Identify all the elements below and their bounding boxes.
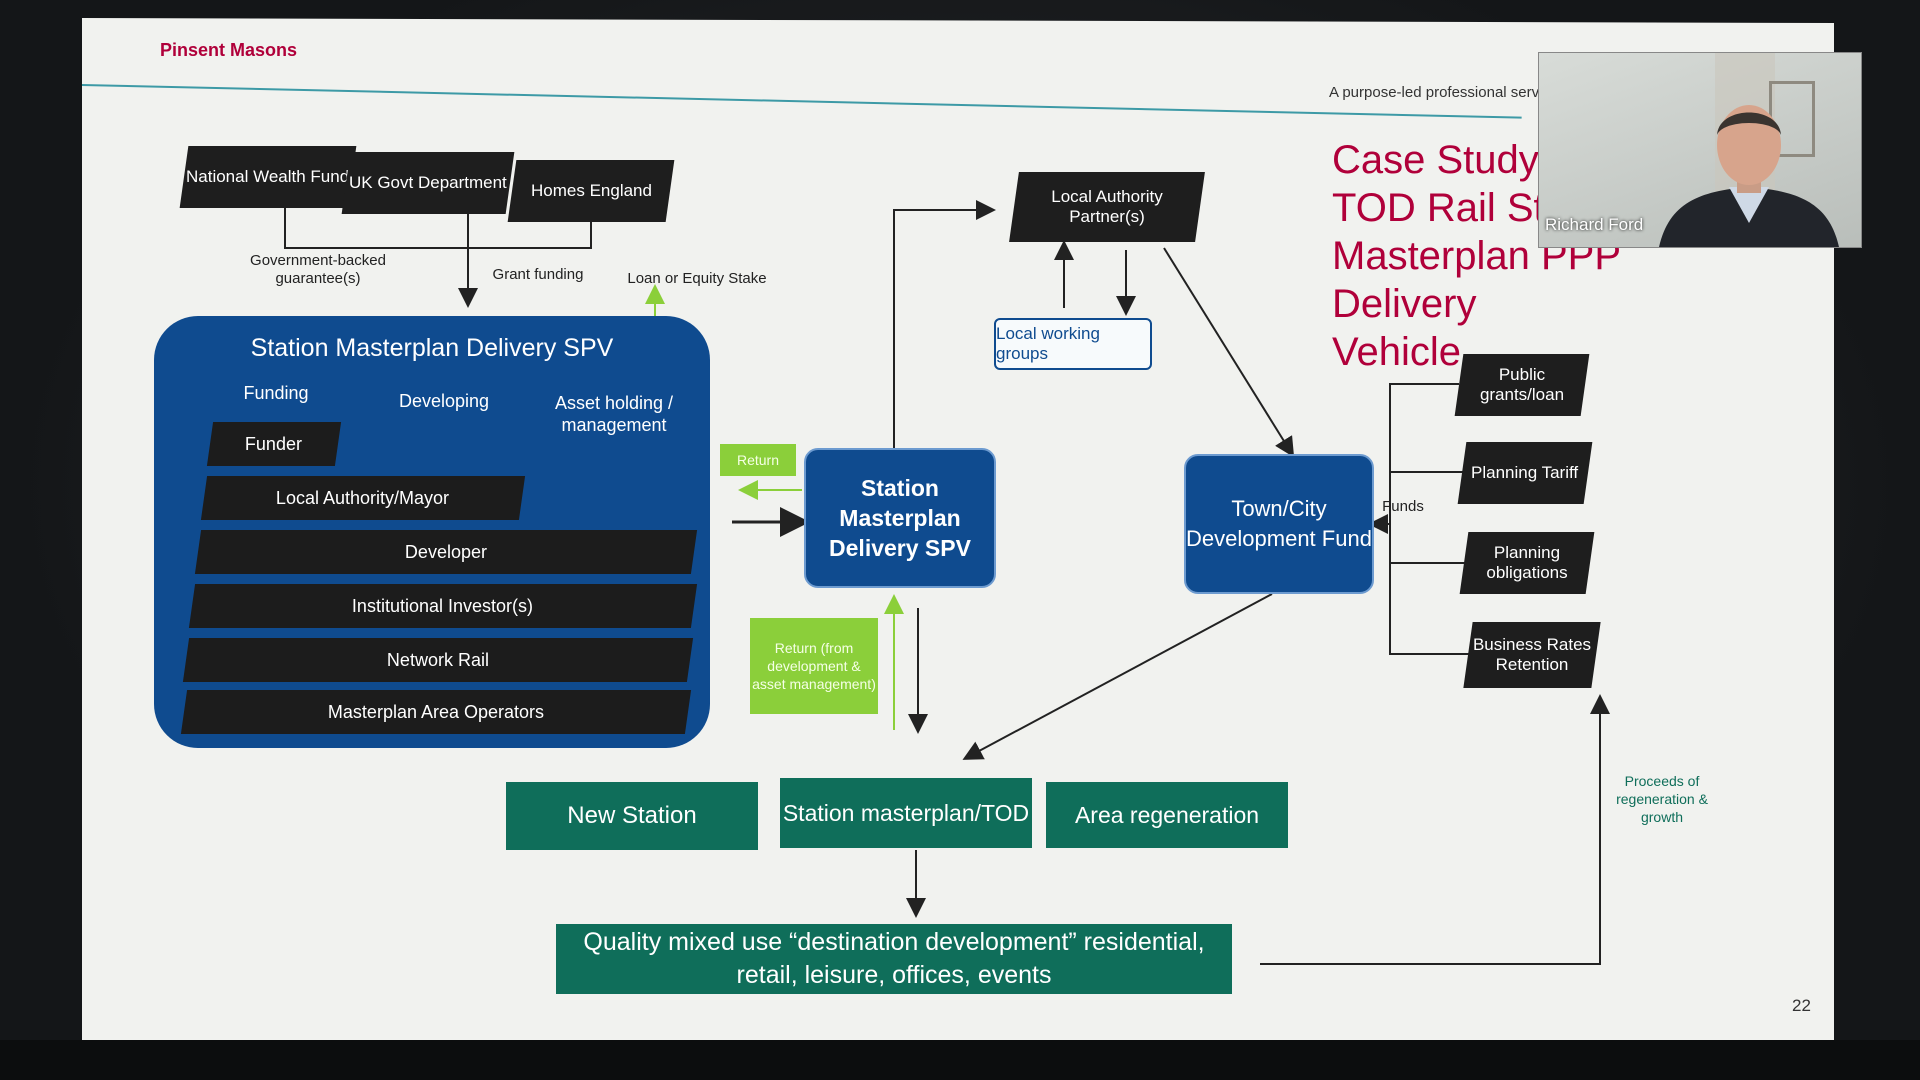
tagline: A purpose-led professional servic: [1329, 84, 1550, 101]
homes-england-box: Homes England: [507, 160, 675, 222]
speaker-name: Richard Ford: [1545, 215, 1644, 234]
row-funder: Funder: [206, 422, 342, 466]
planning-tariff-label: Planning Tariff: [1471, 463, 1579, 482]
speaker-figure: [1659, 105, 1839, 247]
area-regeneration-box: Area regeneration: [1046, 782, 1288, 848]
business-rates-box: Business Rates Retention: [1463, 622, 1601, 688]
row-masterplan-area-operators: Masterplan Area Operators: [180, 690, 692, 734]
connector-lines: [284, 200, 1610, 965]
uk-govt-department-box: UK Govt Department: [341, 152, 515, 214]
column-developing: Developing: [398, 391, 490, 411]
loan-equity-label: Loan or Equity Stake: [627, 270, 767, 287]
return-development-label: Return (from development & asset managem…: [750, 618, 878, 714]
public-grants-label: Public grants/loan: [1479, 365, 1565, 404]
homes-england-label: Homes England: [530, 181, 652, 200]
row-network-rail: Network Rail: [182, 638, 694, 682]
spv-structure-panel: Station Masterplan Delivery SPV Funding …: [154, 316, 710, 748]
public-grants-box: Public grants/loan: [1454, 354, 1590, 416]
planning-tariff-box: Planning Tariff: [1457, 442, 1593, 504]
local-authority-partners-box: Local Authority Partner(s): [1009, 172, 1205, 242]
local-working-groups-box: Local working groups: [994, 318, 1152, 370]
center-spv-box: Station Masterplan Delivery SPV: [804, 448, 996, 588]
local-authority-label: Local Authority Partner(s): [1051, 187, 1163, 226]
funds-label: Funds: [1382, 498, 1424, 515]
title-line-2: TOD Rail Sta: [1332, 186, 1567, 230]
speaker-video: Richard Ford: [1538, 52, 1862, 248]
audience-silhouettes: [0, 1040, 1920, 1080]
planning-obligations-label: Planning obligations: [1486, 543, 1568, 582]
national-wealth-fund-box: National Wealth Fund: [179, 146, 357, 208]
row-institutional-investors: Institutional Investor(s): [188, 584, 698, 628]
column-funding: Funding: [243, 383, 309, 403]
brand-logo: Pinsent Masons: [160, 40, 298, 60]
development-fund-box: Town/City Development Fund: [1184, 454, 1374, 594]
column-asset-holding: Asset holding / management: [554, 393, 674, 435]
new-station-box: New Station: [506, 782, 758, 850]
grant-funding-label: Grant funding: [492, 266, 584, 283]
return-label: Return: [720, 444, 796, 476]
guarantees-label: Government-backed guarantee(s): [250, 252, 386, 287]
proceeds-label: Proceeds of regeneration & growth: [1616, 773, 1708, 825]
uk-govt-department-label: UK Govt Department: [349, 173, 507, 192]
national-wealth-fund-label: National Wealth Fund: [186, 167, 350, 186]
business-rates-label: Business Rates Retention: [1472, 635, 1592, 674]
spv-panel-title: Station Masterplan Delivery SPV: [250, 334, 614, 362]
title-line-4: Vehicle: [1332, 330, 1461, 374]
planning-obligations-box: Planning obligations: [1459, 532, 1595, 594]
row-local-authority-mayor: Local Authority/Mayor: [200, 476, 526, 520]
page-number: 22: [1792, 996, 1811, 1015]
destination-development-box: Quality mixed use “destination developme…: [556, 924, 1232, 994]
station-masterplan-box: Station masterplan/TOD: [780, 778, 1032, 848]
row-developer: Developer: [194, 530, 698, 574]
